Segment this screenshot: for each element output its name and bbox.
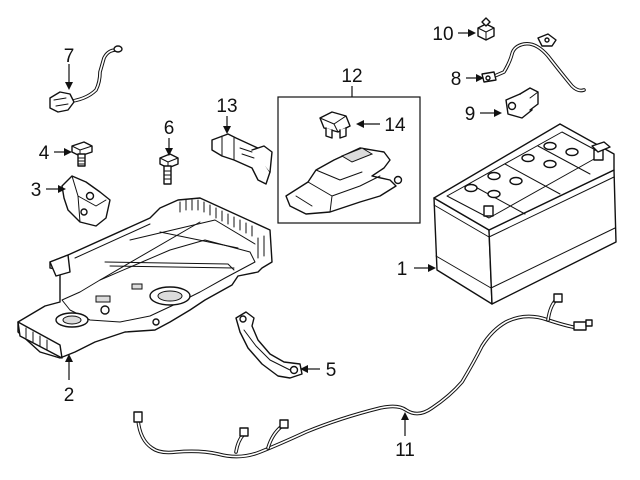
leader-lines [46,29,502,436]
nut[interactable] [477,17,495,41]
callout-5: 5 [326,360,337,381]
callout-1: 1 [397,259,408,280]
callout-9: 9 [465,104,476,125]
battery-cable[interactable] [481,33,586,93]
callout-12: 12 [341,66,362,87]
mounting-bracket-13[interactable] [211,133,273,185]
battery[interactable] [433,123,617,305]
sensor-14[interactable] [319,111,351,139]
ground-strap[interactable] [235,311,303,379]
callout-14: 14 [384,115,406,136]
terminal-clamp[interactable] [505,87,539,119]
callout-7: 7 [64,46,75,67]
bolt-6[interactable] [159,153,179,185]
callout-numbers: 1 2 3 4 5 6 7 8 9 10 11 12 13 14 [31,24,476,461]
vent-tube[interactable] [49,45,123,113]
wiring-harness[interactable] [133,293,593,459]
callout-3: 3 [31,180,42,201]
callout-11: 11 [395,440,415,461]
callout-13: 13 [216,96,237,117]
battery-tray[interactable] [17,197,273,359]
callout-4: 4 [39,143,50,164]
callout-10: 10 [432,24,453,45]
callout-box-12 [277,96,421,224]
callout-6: 6 [164,118,175,139]
callout-2: 2 [64,385,75,406]
callout-8: 8 [451,69,462,90]
hold-down-bracket[interactable] [61,175,111,227]
bolt-4[interactable] [71,141,93,167]
battery-monitor-module[interactable] [285,147,403,215]
